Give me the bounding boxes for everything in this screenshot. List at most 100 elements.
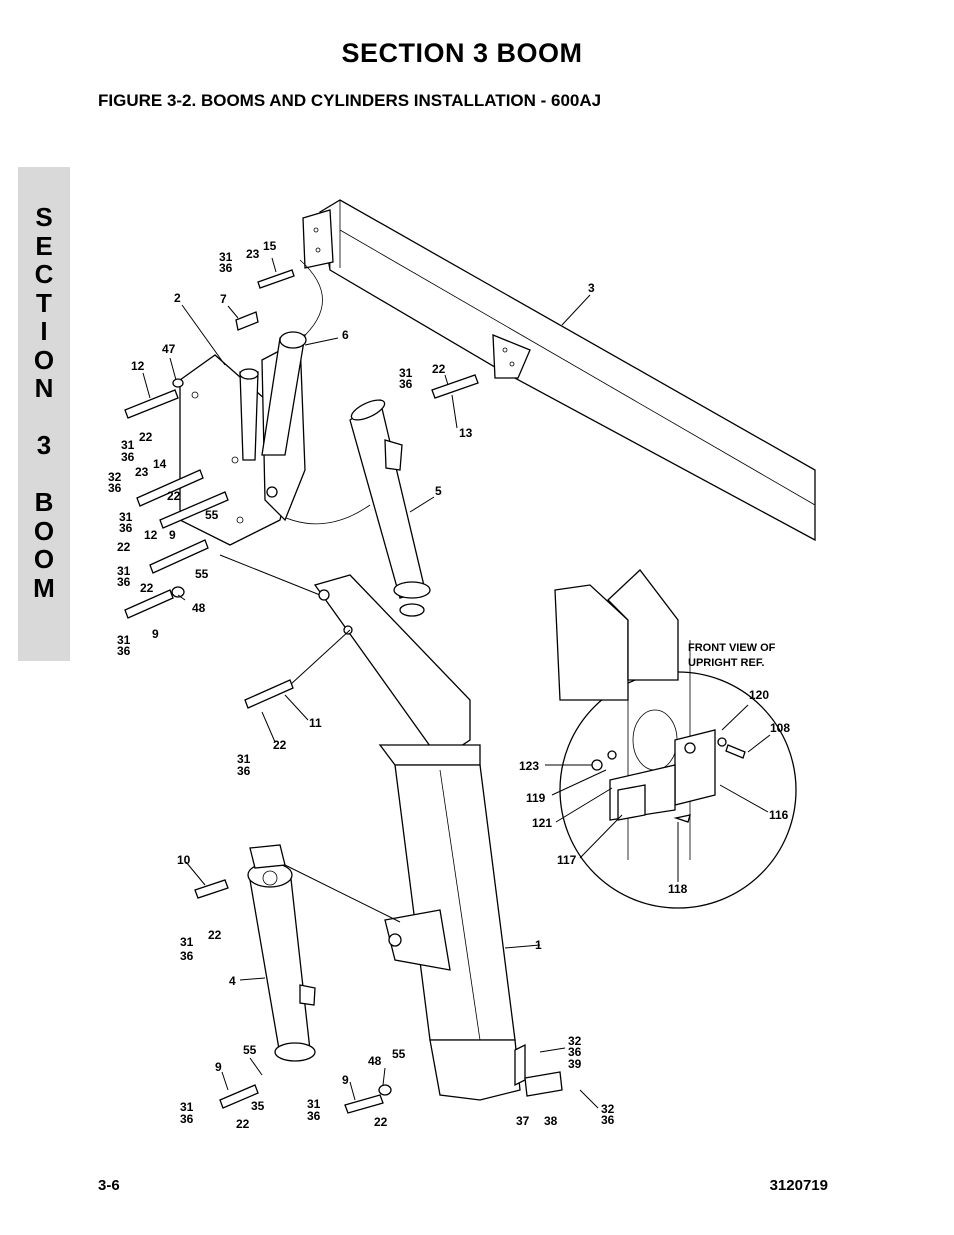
callout: 36 <box>121 450 135 464</box>
callout: 39 <box>568 1057 582 1071</box>
callout: 22 <box>236 1117 250 1131</box>
callout: 31 <box>180 1100 194 1114</box>
callout: 5 <box>435 484 442 498</box>
callout: 37 <box>516 1114 530 1128</box>
callout: 9 <box>215 1060 222 1074</box>
callout: 55 <box>195 567 209 581</box>
side-tab-letter: N <box>34 373 54 403</box>
callout: 22 <box>139 430 153 444</box>
callout: 48 <box>368 1054 382 1068</box>
callout: 2 <box>174 291 181 305</box>
callout: 22 <box>273 738 287 752</box>
side-tab-letter: S <box>35 202 53 232</box>
side-tab-letter: 3 <box>36 430 52 460</box>
callout-numbers: 31 36 23 15 3 2 7 6 47 12 22 31 36 14 23… <box>108 239 790 1131</box>
side-tab-letter: C <box>34 259 54 289</box>
figure-title: FIGURE 3-2. BOOMS AND CYLINDERS INSTALLA… <box>98 91 602 110</box>
callout: 12 <box>144 528 158 542</box>
callout: 31 <box>117 564 131 578</box>
detail-note-line-2: UPRIGHT REF. <box>688 657 764 669</box>
callout: 36 <box>307 1109 321 1123</box>
callout: 31 <box>119 510 133 524</box>
pins-drawing <box>124 269 563 1114</box>
callout: 31 <box>237 752 251 766</box>
callout: 6 <box>342 328 349 342</box>
cylinder-5-drawing <box>349 398 431 617</box>
document-number: 3120719 <box>769 1177 828 1194</box>
page-number: 3-6 <box>98 1177 120 1194</box>
callout: 32 <box>108 470 122 484</box>
callout: 22 <box>117 540 131 554</box>
callout: 38 <box>544 1114 558 1128</box>
callout: 23 <box>246 247 260 261</box>
callout: 116 <box>769 808 789 822</box>
callout: 35 <box>251 1099 265 1113</box>
callout: 36 <box>117 644 131 658</box>
cylinder-4-drawing <box>247 844 316 1062</box>
side-tab-letter: T <box>36 287 52 318</box>
callout: 1 <box>535 938 542 952</box>
callout: 108 <box>770 721 790 735</box>
side-tab-letter: B <box>34 487 54 517</box>
side-tab-letter: E <box>35 230 53 261</box>
callout: 123 <box>519 759 539 773</box>
side-tab-letter: O <box>33 515 55 546</box>
callout: 22 <box>167 489 181 503</box>
callout: 36 <box>219 261 233 275</box>
detail-note-line-1: FRONT VIEW OF <box>688 642 776 654</box>
callout: 4 <box>229 974 236 988</box>
side-tab-letter: I <box>40 316 48 346</box>
callout: 121 <box>532 816 552 830</box>
callout: 118 <box>668 882 688 896</box>
callout: 22 <box>432 362 446 376</box>
lower-boom-drawing <box>284 574 521 1101</box>
callout: 36 <box>180 1112 194 1126</box>
callout: 36 <box>568 1045 582 1059</box>
callout: 48 <box>192 601 206 615</box>
callout: 31 <box>180 935 194 949</box>
leader-lines <box>142 257 771 1109</box>
callout: 36 <box>119 521 133 535</box>
callout: 32 <box>568 1034 582 1048</box>
callout: 22 <box>208 928 222 942</box>
callout: 10 <box>177 853 191 867</box>
callout: 36 <box>180 949 194 963</box>
callout: 31 <box>307 1097 321 1111</box>
callout: 31 <box>399 366 413 380</box>
callout: 12 <box>131 359 145 373</box>
callout: 36 <box>237 764 251 778</box>
callout: 36 <box>399 377 413 391</box>
callout: 3 <box>588 281 595 295</box>
callout: 15 <box>263 239 277 253</box>
upper-boom-drawing <box>269 199 816 542</box>
detail-inset-drawing <box>554 569 797 909</box>
side-tab-letter: M <box>33 572 55 603</box>
callout: 36 <box>117 575 131 589</box>
callout: 9 <box>342 1073 349 1087</box>
callout: 47 <box>162 342 176 356</box>
callout: 7 <box>220 292 227 306</box>
callout: 31 <box>117 633 131 647</box>
callout: 31 <box>121 438 135 452</box>
callout: 117 <box>557 853 577 867</box>
section-title: SECTION 3 BOOM <box>341 38 583 68</box>
section-side-tab: S E C T I O N 3 B O O M <box>18 167 70 661</box>
side-tab-letters: S E C T I O N 3 B O O M <box>18 203 70 602</box>
side-tab-letter: O <box>33 544 55 574</box>
side-tab-letter: O <box>33 344 55 375</box>
callout: 11 <box>309 716 322 730</box>
callout: 55 <box>243 1043 257 1057</box>
callout: 13 <box>459 426 473 440</box>
callout: 31 <box>219 250 233 264</box>
callout: 32 <box>601 1102 615 1116</box>
callout: 14 <box>153 457 167 471</box>
callout: 36 <box>601 1113 615 1127</box>
callout: 119 <box>526 791 546 805</box>
callout: 9 <box>152 627 159 641</box>
cylinder-6-drawing <box>239 331 307 461</box>
callout: 36 <box>108 481 122 495</box>
callout: 23 <box>135 465 149 479</box>
callout: 22 <box>374 1115 388 1129</box>
callout: 55 <box>205 508 219 522</box>
